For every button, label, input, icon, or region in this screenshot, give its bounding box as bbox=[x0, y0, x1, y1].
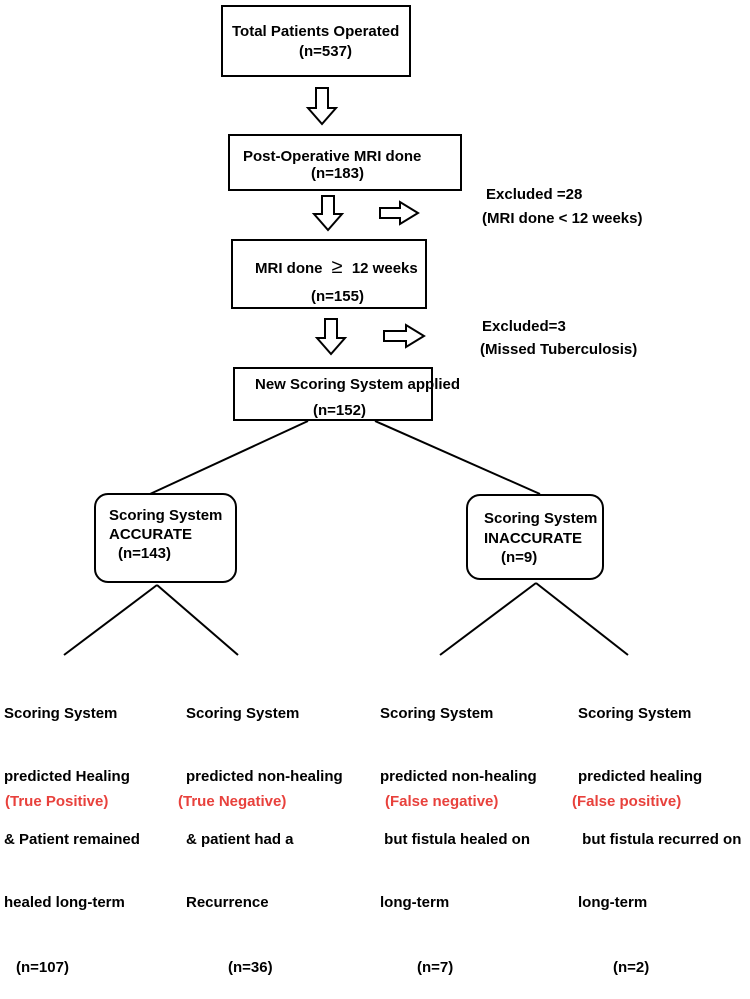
mri-title-suffix: 12 weeks bbox=[351, 260, 418, 277]
inaccurate-count: (n=9) bbox=[501, 549, 538, 566]
tn-line3: & patient had a bbox=[186, 831, 294, 848]
fp-line3: but fistula recurred on bbox=[578, 831, 742, 848]
excluded-3-label: Excluded=3 bbox=[482, 318, 566, 335]
branch-line-accurate bbox=[149, 420, 309, 495]
inaccurate-line1: Scoring System bbox=[484, 510, 598, 527]
postop-mri-title: Post-Operative MRI done bbox=[243, 148, 422, 165]
branch-line-fp bbox=[535, 582, 629, 656]
fn-line2: predicted non-healing bbox=[380, 768, 537, 785]
right-arrow-1 bbox=[379, 200, 420, 226]
scoring-system-count: (n=152) bbox=[313, 402, 366, 419]
accurate-line1: Scoring System bbox=[109, 507, 223, 524]
accurate-count: (n=143) bbox=[118, 545, 171, 562]
false-negative-leaf: Scoring System predicted non-healing but… bbox=[380, 661, 537, 999]
scoring-system-box: New Scoring System applied (n=152) bbox=[233, 367, 460, 421]
fn-count: (n=7) bbox=[417, 959, 454, 976]
fn-line3: but fistula healed on bbox=[380, 831, 531, 848]
total-patients-box: Total Patients Operated (n=537) bbox=[221, 5, 411, 77]
tn-line1: Scoring System bbox=[186, 705, 300, 722]
inaccurate-line2: INACCURATE bbox=[484, 530, 583, 547]
fp-line4: long-term bbox=[578, 894, 648, 911]
branch-line-tn bbox=[156, 584, 239, 656]
scoring-system-title: New Scoring System applied bbox=[255, 376, 461, 393]
branch-line-fn bbox=[439, 582, 537, 656]
tp-line2: predicted Healing bbox=[4, 768, 130, 785]
false-positive-leaf: Scoring System predicted healing but fis… bbox=[578, 661, 741, 999]
greater-equal-symbol: ≥ bbox=[331, 256, 343, 278]
tp-count: (n=107) bbox=[16, 959, 69, 976]
accurate-line2: ACCURATE bbox=[109, 526, 193, 543]
true-negative-leaf: Scoring System predicted non-healing & p… bbox=[186, 661, 343, 999]
fp-line1: Scoring System bbox=[578, 705, 692, 722]
tn-count: (n=36) bbox=[228, 959, 273, 976]
inaccurate-box: Scoring System INACCURATE (n=9) bbox=[466, 494, 604, 580]
branch-line-tp bbox=[63, 584, 158, 656]
connector-layer bbox=[63, 87, 629, 656]
tp-line1: Scoring System bbox=[4, 705, 118, 722]
false-positive-label: (False positive) bbox=[572, 793, 682, 810]
tn-line4: Recurrence bbox=[186, 894, 269, 911]
total-patients-title: Total Patients Operated bbox=[232, 23, 400, 40]
mri-12-weeks-count: (n=155) bbox=[311, 288, 364, 305]
postop-mri-box: Post-Operative MRI done (n=183) bbox=[228, 134, 462, 191]
false-negative-label: (False negative) bbox=[385, 793, 499, 810]
excluded-28-reason: (MRI done < 12 weeks) bbox=[482, 210, 643, 227]
tp-line3: & Patient remained bbox=[4, 831, 140, 848]
total-patients-count: (n=537) bbox=[299, 43, 352, 60]
mri-12-weeks-title: MRI done ≥ 12 weeks bbox=[255, 256, 418, 278]
excluded-28-label: Excluded =28 bbox=[486, 186, 583, 203]
fp-line2: predicted healing bbox=[578, 768, 703, 785]
true-negative-label: (True Negative) bbox=[178, 793, 287, 810]
postop-mri-count: (n=183) bbox=[311, 165, 364, 182]
tn-line2: predicted non-healing bbox=[186, 768, 343, 785]
down-arrow-1 bbox=[305, 87, 339, 126]
tp-line4: healed long-term bbox=[4, 894, 125, 911]
fn-line4: long-term bbox=[380, 894, 450, 911]
true-positive-leaf: Scoring System predicted Healing & Patie… bbox=[4, 661, 140, 999]
true-positive-label: (True Positive) bbox=[5, 793, 109, 810]
down-arrow-3 bbox=[314, 318, 348, 356]
right-arrow-2 bbox=[383, 323, 426, 349]
fp-count: (n=2) bbox=[613, 959, 650, 976]
mri-title-prefix: MRI done bbox=[255, 260, 323, 277]
branch-line-inaccurate bbox=[374, 420, 541, 495]
fn-line1: Scoring System bbox=[380, 705, 494, 722]
mri-12-weeks-box: MRI done ≥ 12 weeks (n=155) bbox=[231, 239, 427, 309]
excluded-3-reason: (Missed Tuberculosis) bbox=[480, 341, 638, 358]
accurate-box: Scoring System ACCURATE (n=143) bbox=[94, 493, 237, 583]
down-arrow-2 bbox=[311, 195, 345, 232]
